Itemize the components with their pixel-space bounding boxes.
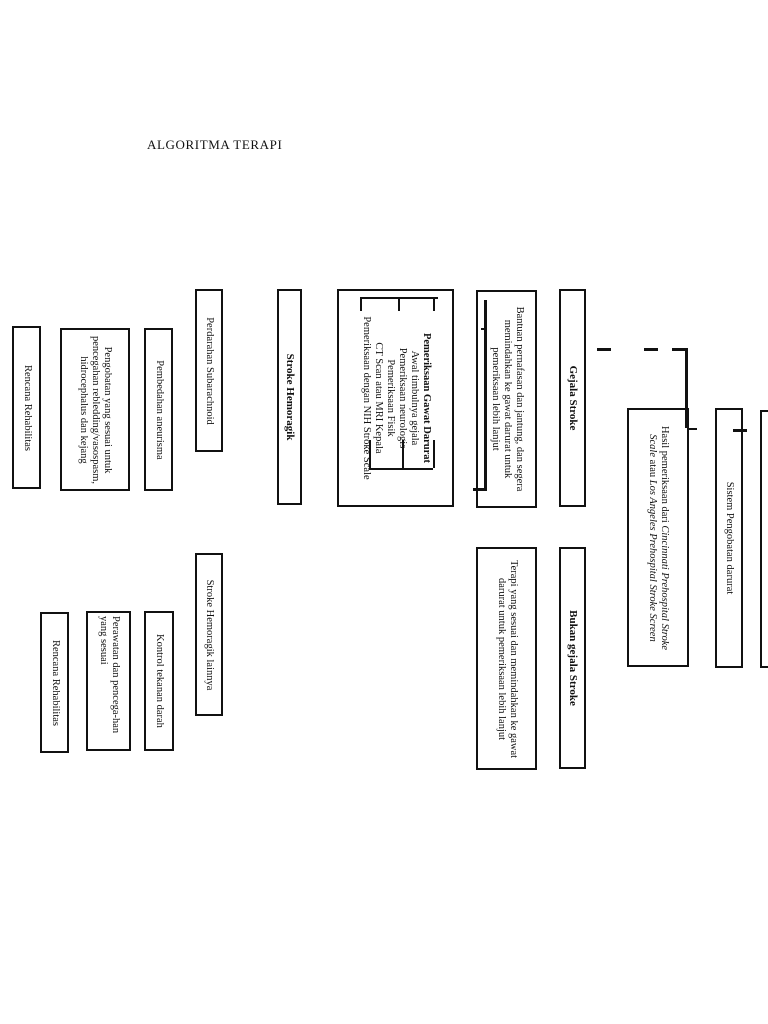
connector-dash-3 — [672, 348, 688, 351]
box-edge-right — [760, 410, 768, 668]
box-perdarahan-subarachnoid: Perdarahan Subarachnoid — [195, 289, 223, 452]
box-terapi-label: Terapi yang sesuai dan memindahkan ke ga… — [495, 559, 519, 758]
box-perawatan-label: Perawatan dan pencega-han yang sesuai — [97, 616, 121, 734]
connector-list-right-v — [433, 440, 435, 468]
box-stroke-hemoragik-label: Stroke Hemoragik — [283, 353, 296, 441]
box-gejala-label: Gejala Stroke — [566, 365, 579, 431]
box-sistem-pengobatan: Sistem Pengobatan darurat — [715, 408, 743, 668]
hasil-text-1: Hasil pemeriksaan dari — [659, 425, 670, 525]
box-gejala-stroke: Gejala Stroke — [559, 289, 586, 507]
connector-list-tick-2 — [398, 297, 400, 311]
connector-vertical-right — [685, 348, 688, 428]
box-perawatan: Perawatan dan pencega-han yang sesuai — [86, 611, 131, 751]
connector-list-bottom — [369, 468, 433, 470]
connector-dash-2 — [644, 348, 658, 351]
hasil-text-4: Los Angeles Prehospital Stroke Screen — [647, 479, 658, 642]
connector-bantuan-v — [484, 300, 487, 488]
box-kontrol-label: Kontrol tekanan darah — [154, 634, 165, 728]
connector-list-inner-v2 — [402, 440, 404, 470]
box-perdarahan-label: Perdarahan Subarachnoid — [204, 316, 215, 425]
diagram-title: ALGORITMA TERAPI — [147, 137, 283, 152]
connector-list-tick-1 — [360, 297, 362, 311]
box-stroke-lain-label: Stroke Hemoragik lainnya — [204, 579, 215, 690]
connector-right-tick — [689, 428, 697, 430]
connector-list-tick-3 — [433, 297, 435, 311]
box-terapi: Terapi yang sesuai dan memindahkan ke ga… — [476, 547, 537, 770]
connector-dash-1 — [597, 348, 611, 351]
box-sistem-label: Sistem Pengobatan darurat — [724, 481, 735, 595]
box-rencana-1-label: Rencana Rehabilitas — [21, 364, 33, 451]
box-stroke-hemoragik-lainnya: Stroke Hemoragik lainnya — [195, 553, 223, 716]
box-pengobatan: Pengobatan yang sesuai untuk pencegahan … — [60, 328, 130, 491]
connector-sistem-tick — [733, 429, 747, 432]
box-hasil-pemeriksaan: Hasil pemeriksaan dari Cincinnati Prehos… — [627, 408, 689, 667]
box-pemeriksaan-gawat-darurat: Pemeriksaan Gawat Darurat Awal timbulnya… — [337, 289, 454, 507]
box-pengobatan-label: Pengobatan yang sesuai untuk pencegahan … — [78, 335, 113, 484]
box-bantuan-label: Bantuan pernafasan dan jantung, dan sege… — [489, 306, 525, 492]
box-kontrol-tekanan-darah: Kontrol tekanan darah — [144, 611, 174, 751]
box-bukan-gejala: Bukan gejala Stroke — [559, 547, 586, 769]
connector-bantuan-bar — [481, 328, 487, 330]
connector-list-inner-v — [369, 440, 371, 470]
box-pembedahan-label: Pembedahan aneurisma — [153, 359, 165, 460]
box-hasil-label: Hasil pemeriksaan dari Cincinnati Prehos… — [646, 418, 670, 658]
box-pembedahan-aneurisma: Pembedahan aneurisma — [144, 328, 173, 491]
box-bukan-label: Bukan gejala Stroke — [566, 610, 579, 706]
box-rencana-rehabilitas-2: Rencana Rehabilitas — [40, 612, 69, 753]
box-rencana-2-label: Rencana Rehabilitas — [49, 639, 61, 726]
hasil-text-3: atau — [647, 456, 658, 480]
box-stroke-hemoragik: Stroke Hemoragik — [277, 289, 302, 505]
connector-bantuan-h — [473, 488, 487, 491]
box-rencana-rehabilitas-1: Rencana Rehabilitas — [12, 326, 41, 489]
